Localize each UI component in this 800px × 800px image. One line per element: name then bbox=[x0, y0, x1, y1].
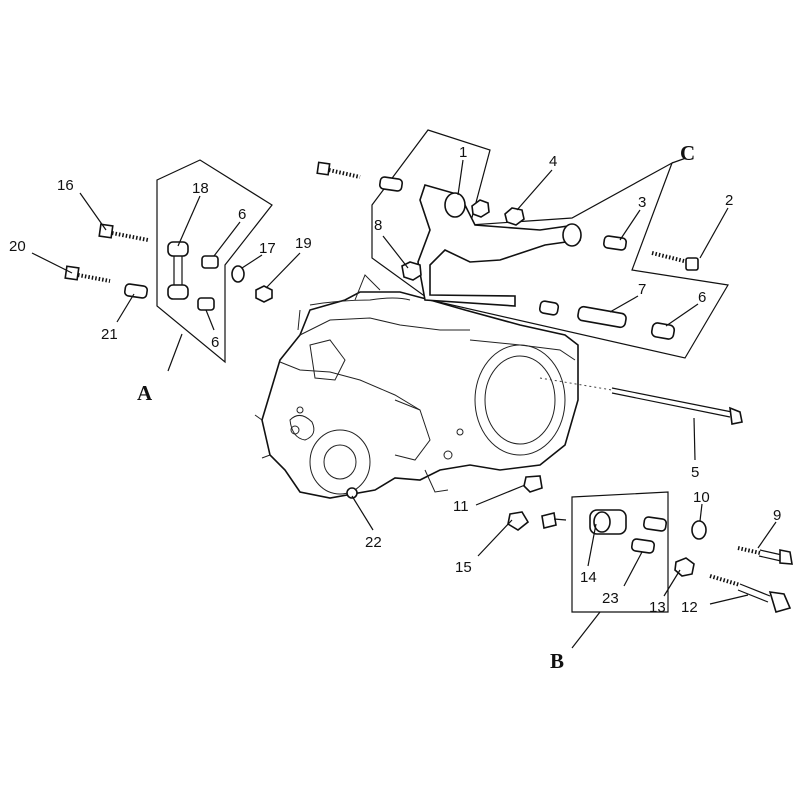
bolt-part-20 bbox=[64, 265, 111, 283]
callout-19: 19 bbox=[295, 235, 312, 252]
callout-14: 14 bbox=[580, 569, 597, 586]
group-b-frame bbox=[571, 491, 669, 613]
leader-lines bbox=[31, 157, 777, 649]
bushing-part-6-c bbox=[650, 322, 676, 340]
callout-17: 17 bbox=[259, 240, 276, 257]
callout-9: 9 bbox=[773, 507, 781, 524]
sleeve-part-23 bbox=[630, 516, 668, 554]
bracket-arm-part-1 bbox=[417, 184, 582, 307]
callout-4: 4 bbox=[549, 153, 557, 170]
mount-bushing-part-14 bbox=[589, 509, 627, 535]
callout-2: 2 bbox=[725, 192, 733, 209]
callout-1: 1 bbox=[459, 144, 467, 161]
callout-10: 10 bbox=[693, 489, 710, 506]
callout-8: 8 bbox=[374, 217, 382, 234]
group-a-frame bbox=[156, 159, 273, 364]
bolt-part-9 bbox=[737, 546, 793, 565]
sleeve-part-21 bbox=[123, 283, 149, 299]
callout-22: 22 bbox=[365, 534, 382, 551]
bolt-part-16 bbox=[98, 223, 149, 242]
bolt-near-group-b bbox=[541, 512, 567, 529]
bolt-part-11 bbox=[523, 475, 543, 493]
bushing-part-6-a-upper bbox=[201, 255, 219, 269]
callout-6-a-upper: 6 bbox=[238, 206, 246, 223]
callout-15: 15 bbox=[455, 559, 472, 576]
link-part-18 bbox=[167, 241, 189, 300]
callout-7: 7 bbox=[638, 281, 646, 298]
bushing-part-6-a-lower bbox=[197, 297, 215, 311]
nut-part-19 bbox=[255, 285, 273, 303]
bolt-top-left bbox=[316, 161, 361, 179]
washer-part-17 bbox=[231, 265, 245, 283]
group-label-b: B bbox=[550, 649, 564, 673]
group-c-frame bbox=[371, 129, 729, 359]
nut-part-15 bbox=[507, 511, 530, 531]
callout-21: 21 bbox=[101, 326, 118, 343]
nut-part-4 bbox=[471, 199, 525, 226]
bolt-part-2 bbox=[651, 251, 699, 271]
sleeve-c-top bbox=[378, 176, 404, 192]
callout-13: 13 bbox=[649, 599, 666, 616]
engine-pin-part-22 bbox=[346, 487, 358, 499]
callout-20: 20 bbox=[9, 238, 26, 255]
callout-6-c: 6 bbox=[698, 289, 706, 306]
callout-3: 3 bbox=[638, 194, 646, 211]
callout-18: 18 bbox=[192, 180, 209, 197]
through-bolt-part-5 bbox=[539, 377, 743, 425]
engine-assembly bbox=[254, 274, 579, 499]
callout-16: 16 bbox=[57, 177, 74, 194]
callout-23: 23 bbox=[602, 590, 619, 607]
group-label-a: A bbox=[137, 381, 153, 405]
callout-11: 11 bbox=[453, 498, 469, 515]
callout-12: 12 bbox=[681, 599, 698, 616]
group-label-c: C bbox=[680, 141, 695, 165]
callout-6-a-lower: 6 bbox=[211, 334, 219, 351]
bushing-part-3 bbox=[602, 235, 628, 251]
callout-5: 5 bbox=[691, 464, 699, 481]
bolt-part-12 bbox=[709, 574, 792, 613]
washer-part-10 bbox=[691, 520, 707, 540]
sleeve-part-7 bbox=[538, 300, 627, 329]
